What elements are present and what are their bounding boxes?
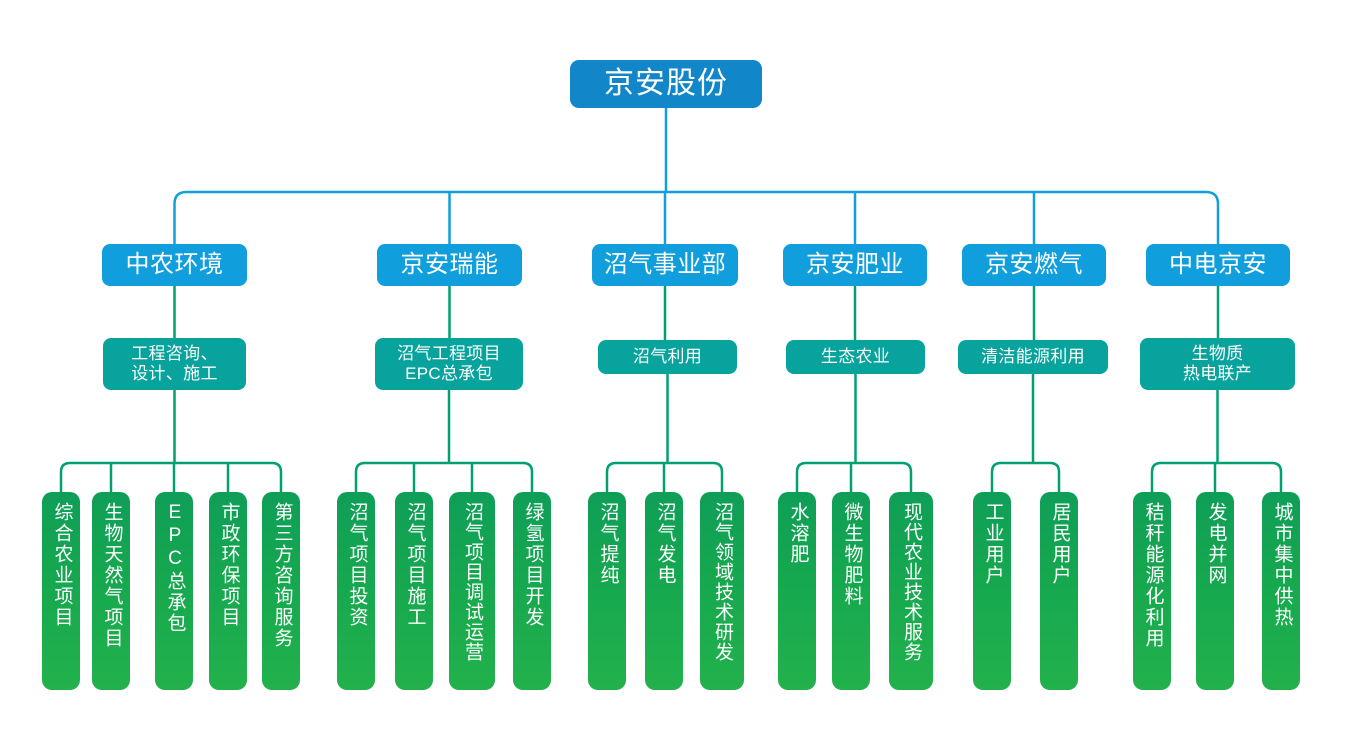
leaf-node-zhongdian-2[interactable]: 城市集中供热	[1262, 492, 1300, 690]
business-node-zhongnong[interactable]: 工程咨询、 设计、施工	[103, 338, 246, 390]
leaf-label: 市政环保项目	[218, 502, 240, 628]
leaf-node-feiye-1[interactable]: 微生物肥料	[832, 492, 870, 690]
leaf-label: 综合农业项目	[51, 502, 73, 628]
leaf-node-ruineng-3[interactable]: 绿氢项目开发	[513, 492, 551, 690]
business-node-zhaoqi[interactable]: 沼气利用	[598, 340, 737, 374]
leaf-node-ranqi-0[interactable]: 工业用户	[973, 492, 1011, 690]
division-node-zhaoqi[interactable]: 沼气事业部	[592, 244, 738, 286]
leaf-node-feiye-0[interactable]: 水溶肥	[778, 492, 816, 690]
business-node-feiye[interactable]: 生态农业	[786, 340, 925, 374]
leaf-label: 沼气发电	[654, 502, 676, 586]
leaf-label: 沼气项目投资	[346, 502, 368, 628]
leaf-node-ruineng-1[interactable]: 沼气项目施工	[395, 492, 433, 690]
leaf-node-zhongnong-3[interactable]: 市政环保项目	[209, 492, 247, 690]
leaf-label: 居民用户	[1049, 502, 1071, 586]
division-node-ranqi[interactable]: 京安燃气	[962, 244, 1106, 286]
leaf-label: 发电并网	[1205, 502, 1227, 586]
leaf-label: 水溶肥	[787, 502, 809, 565]
business-node-ranqi[interactable]: 清洁能源利用	[958, 340, 1108, 374]
leaf-node-zhongnong-1[interactable]: 生物天然气项目	[92, 492, 130, 690]
leaf-node-zhongnong-0[interactable]: 综合农业项目	[42, 492, 80, 690]
leaf-node-zhaoqi-0[interactable]: 沼气提纯	[588, 492, 626, 690]
leaf-label: 沼气项目施工	[404, 502, 426, 628]
leaf-node-zhongnong-2[interactable]: EPC总承包	[155, 492, 193, 690]
leaf-label: 秸秆能源化利用	[1142, 502, 1164, 649]
leaf-label: 沼气领域技术研发	[712, 502, 734, 662]
leaf-node-zhaoqi-2[interactable]: 沼气领域技术研发	[700, 492, 744, 690]
business-node-ruineng[interactable]: 沼气工程项目 EPC总承包	[375, 338, 523, 390]
division-node-zhongnong[interactable]: 中农环境	[102, 244, 247, 286]
leaf-label: 绿氢项目开发	[522, 502, 544, 628]
leaf-label: EPC总承包	[164, 502, 186, 634]
division-node-feiye[interactable]: 京安肥业	[783, 244, 927, 286]
leaf-label: 沼气项目调试运营	[462, 502, 484, 662]
division-node-zhongdian[interactable]: 中电京安	[1146, 244, 1290, 286]
root-node[interactable]: 京安股份	[570, 60, 762, 108]
leaf-node-ruineng-0[interactable]: 沼气项目投资	[337, 492, 375, 690]
leaf-node-zhongnong-4[interactable]: 第三方咨询服务	[262, 492, 300, 690]
leaf-label: 微生物肥料	[841, 502, 863, 607]
leaf-node-zhaoqi-1[interactable]: 沼气发电	[645, 492, 683, 690]
leaf-label: 沼气提纯	[597, 502, 619, 586]
leaf-label: 生物天然气项目	[101, 502, 123, 649]
leaf-label: 城市集中供热	[1271, 502, 1293, 628]
leaf-label: 工业用户	[982, 502, 1004, 586]
business-node-zhongdian[interactable]: 生物质 热电联产	[1140, 338, 1295, 390]
leaf-label: 第三方咨询服务	[271, 502, 293, 649]
leaf-node-zhongdian-1[interactable]: 发电并网	[1196, 492, 1234, 690]
division-node-ruineng[interactable]: 京安瑞能	[377, 244, 522, 286]
leaf-label: 现代农业技术服务	[901, 502, 923, 662]
leaf-node-zhongdian-0[interactable]: 秸秆能源化利用	[1133, 492, 1171, 690]
leaf-node-ranqi-1[interactable]: 居民用户	[1040, 492, 1078, 690]
leaf-node-feiye-2[interactable]: 现代农业技术服务	[889, 492, 933, 690]
leaf-node-ruineng-2[interactable]: 沼气项目调试运营	[449, 492, 495, 690]
